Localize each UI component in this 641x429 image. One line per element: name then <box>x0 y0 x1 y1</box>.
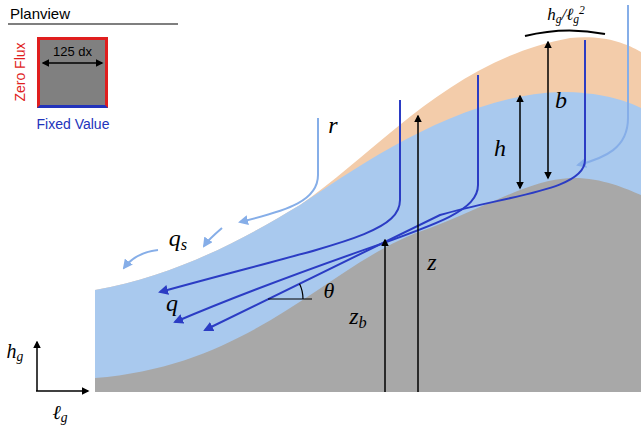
water-layer <box>95 92 641 392</box>
flow-arrows <box>160 40 585 330</box>
scale-symbol: ℓg <box>52 402 67 425</box>
dimension-label: 125 dx <box>40 40 105 59</box>
curvature-bracket <box>525 30 605 36</box>
bedrock <box>95 178 641 392</box>
planview-domain: 125 dx <box>37 37 108 108</box>
planview-title: Planview <box>10 6 70 21</box>
flux-symbol: qs <box>169 226 187 253</box>
soil-thickness-arrow <box>547 42 549 178</box>
angle-symbol: θ <box>324 280 335 302</box>
vertical-scale-axis <box>36 342 38 391</box>
soil-thickness-symbol: b <box>555 88 567 112</box>
boundary-label: Zero Flux <box>13 42 27 101</box>
horizontal-scale-axis <box>36 390 88 392</box>
bedrock-elevation-arrow <box>384 240 386 392</box>
title-underline <box>8 23 178 24</box>
angle-baseline <box>268 298 312 299</box>
curvature-scale: hg/ℓg2 <box>547 5 585 26</box>
water-thickness-arrow <box>519 96 521 188</box>
scale-symbol: hg <box>7 341 24 364</box>
elevation-symbol: z <box>427 250 436 274</box>
water-thickness-symbol: h <box>494 136 506 160</box>
elevation-symbol: zb <box>349 304 367 331</box>
angle-arc <box>300 284 304 299</box>
boundary-label: Fixed Value <box>37 117 110 131</box>
flux-symbol: q <box>166 291 178 315</box>
soil-layer <box>95 37 641 392</box>
recharge-symbol: r <box>328 113 337 137</box>
surface-elevation-arrow <box>417 116 419 392</box>
